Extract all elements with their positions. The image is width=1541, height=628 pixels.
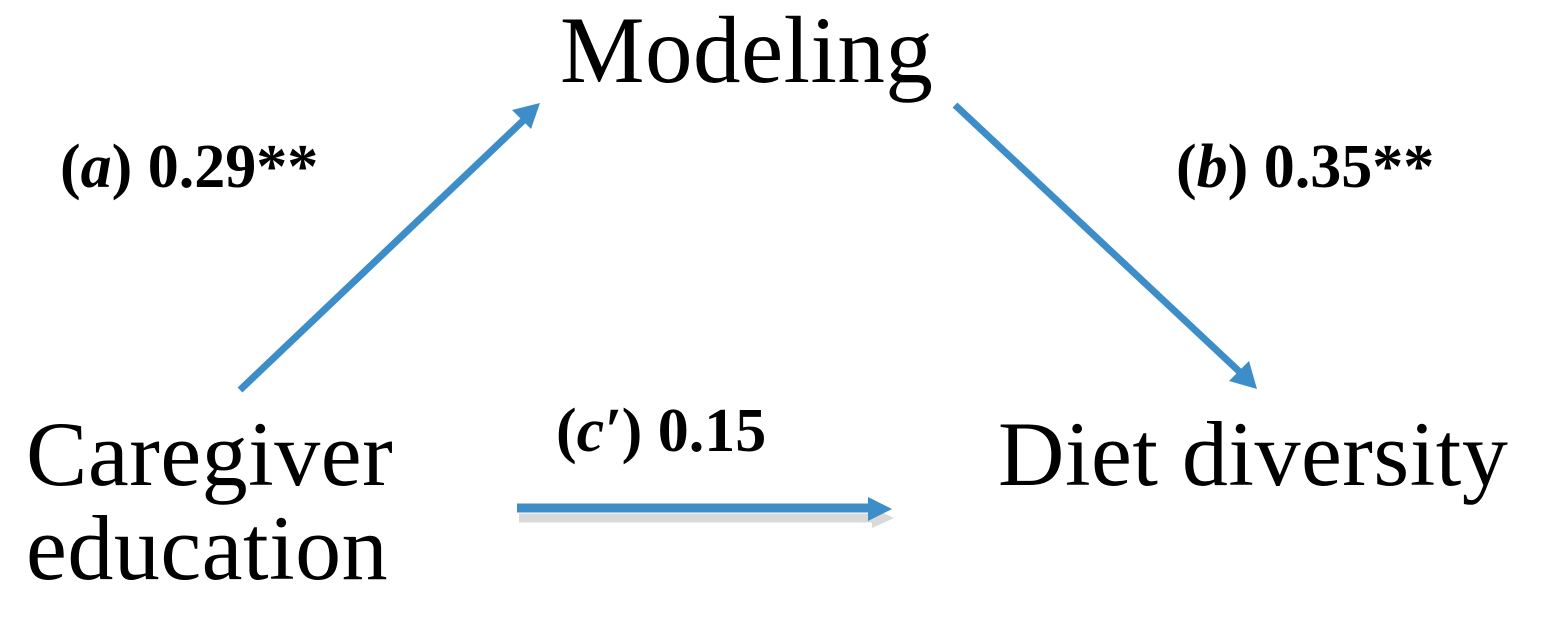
arrow-path-a-line	[237, 114, 530, 393]
path-label-a: (a) 0.29**	[60, 132, 318, 203]
arrow-path-c-prime-head	[868, 497, 892, 521]
path-label-b-value: ) 0.35**	[1227, 133, 1435, 201]
arrow-path-b-line	[952, 102, 1246, 378]
node-caregiver-education-line2: education	[26, 496, 389, 599]
path-label-c-prime-symbol: c′	[576, 397, 622, 465]
path-label-b: (b) 0.35**	[1176, 132, 1434, 203]
arrow-path-c-prime	[517, 497, 894, 528]
node-diet-diversity-label: Diet diversity	[998, 403, 1509, 505]
node-diet-diversity: Diet diversity	[998, 407, 1508, 502]
arrow-path-b	[952, 102, 1257, 389]
path-label-a-value: ) 0.29**	[111, 133, 319, 201]
arrow-path-a-head	[512, 103, 540, 129]
path-label-c-prime: (c′) 0.15	[556, 396, 766, 467]
node-caregiver-education-line1: Caregiver	[26, 403, 394, 505]
arrow-path-a	[237, 103, 540, 393]
path-label-b-symbol: b	[1196, 133, 1228, 201]
path-label-c-prime-value: ) 0.15	[621, 397, 767, 465]
arrow-path-b-head	[1229, 361, 1257, 389]
path-label-a-symbol: a	[80, 133, 112, 201]
node-modeling-label: Modeling	[560, 0, 934, 103]
node-modeling: Modeling	[560, 2, 933, 99]
path-label-a-open: (	[60, 133, 81, 201]
path-label-c-prime-open: (	[556, 397, 577, 465]
path-label-b-open: (	[1176, 133, 1197, 201]
